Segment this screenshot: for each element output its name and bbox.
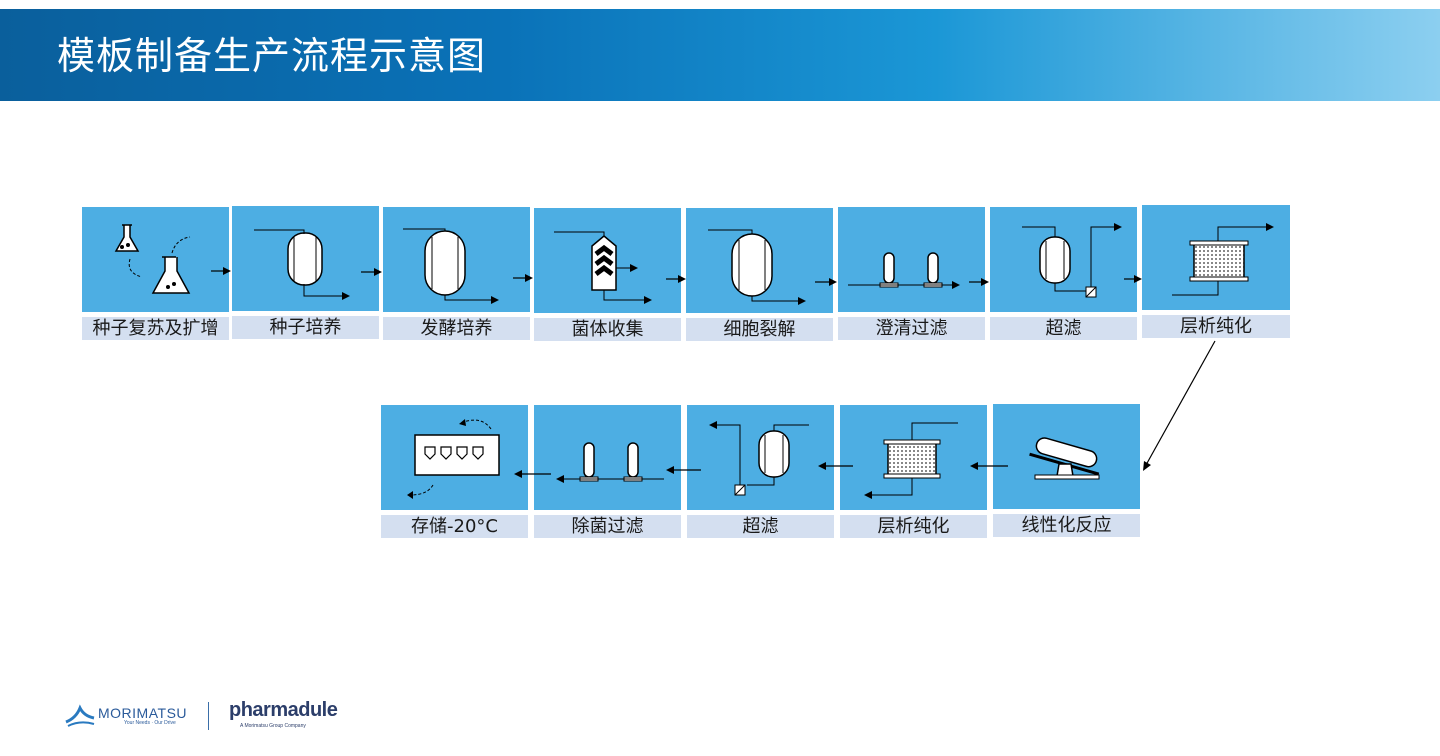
footer-divider	[208, 702, 209, 730]
step-label: 除菌过滤	[534, 515, 681, 538]
step-label: 细胞裂解	[686, 318, 833, 341]
pharmadule-brand: pharmadule	[229, 699, 338, 721]
step-tile	[838, 207, 985, 312]
header-bar: 模板制备生产流程示意图	[0, 9, 1440, 101]
step-ultrafiltration-2: 超滤	[687, 405, 834, 538]
step-label: 发酵培养	[383, 317, 530, 340]
step-label: 菌体收集	[534, 318, 681, 341]
small-bioreactor-icon	[254, 229, 350, 300]
filter-cartridges-icon	[556, 442, 664, 483]
step-tile	[1142, 205, 1290, 310]
footer-logos: MORIMATSU Your Needs · Our Drive pharmad…	[64, 696, 338, 736]
step-label: 存储-20°C	[381, 515, 528, 538]
ultrafiltration-icon	[1022, 223, 1122, 298]
ultrafiltration-icon	[709, 421, 809, 496]
step-tile	[381, 405, 528, 510]
step-cell-lysis: 细胞裂解	[686, 208, 833, 341]
page-title: 模板制备生产流程示意图	[57, 34, 487, 78]
pharmadule-tagline: A Morimatsu Group Company	[240, 723, 306, 729]
filter-cartridges-icon	[848, 252, 960, 289]
chromatography-column-icon	[864, 422, 958, 499]
morimatsu-tagline: Your Needs · Our Drive	[124, 720, 176, 726]
step-fermentation: 发酵培养	[383, 207, 530, 340]
step-tile	[534, 208, 681, 313]
rocker-mixer-icon	[1029, 437, 1100, 480]
lysis-tank-icon	[708, 229, 806, 305]
step-label: 种子培养	[232, 316, 379, 339]
morimatsu-logo-icon	[65, 704, 95, 727]
step-chromatography-1: 层析纯化	[1142, 205, 1290, 339]
step-tile	[383, 207, 530, 312]
step-seed-culture: 种子培养	[232, 206, 379, 340]
step-tile	[990, 207, 1137, 312]
step-label: 层析纯化	[1142, 315, 1290, 338]
step-label: 层析纯化	[840, 515, 987, 538]
morimatsu-brand: MORIMATSU	[98, 705, 188, 721]
flask-icon	[114, 224, 191, 294]
step-tile	[993, 404, 1140, 509]
chromatography-column-icon	[1172, 223, 1274, 296]
step-tile	[534, 405, 681, 510]
step-harvest: 菌体收集	[534, 208, 681, 341]
step-sterile-filtration: 除菌过滤	[534, 405, 681, 538]
step-clarification: 澄清过滤	[838, 207, 985, 340]
step-label: 种子复苏及扩增	[82, 317, 229, 340]
bioreactor-icon	[403, 228, 499, 304]
step-label: 超滤	[687, 515, 834, 538]
step-label: 线性化反应	[993, 514, 1140, 537]
step-label: 澄清过滤	[838, 317, 985, 340]
step-chromatography-2: 层析纯化	[840, 405, 987, 538]
step-label: 超滤	[990, 317, 1137, 340]
step-tile	[840, 405, 987, 510]
step-seed-recovery: 种子复苏及扩增	[82, 207, 229, 340]
step-tile	[687, 405, 834, 510]
freezer-storage-icon	[407, 419, 500, 499]
step-tile	[82, 207, 229, 312]
step-ultrafiltration: 超滤	[990, 207, 1137, 340]
step-tile	[232, 206, 379, 311]
step-tile	[686, 208, 833, 313]
step-linearization: 线性化反应	[993, 404, 1140, 537]
centrifuge-icon	[554, 231, 652, 304]
flow-arrow-diagonal	[1145, 340, 1216, 466]
step-storage: 存储-20°C	[381, 405, 528, 538]
